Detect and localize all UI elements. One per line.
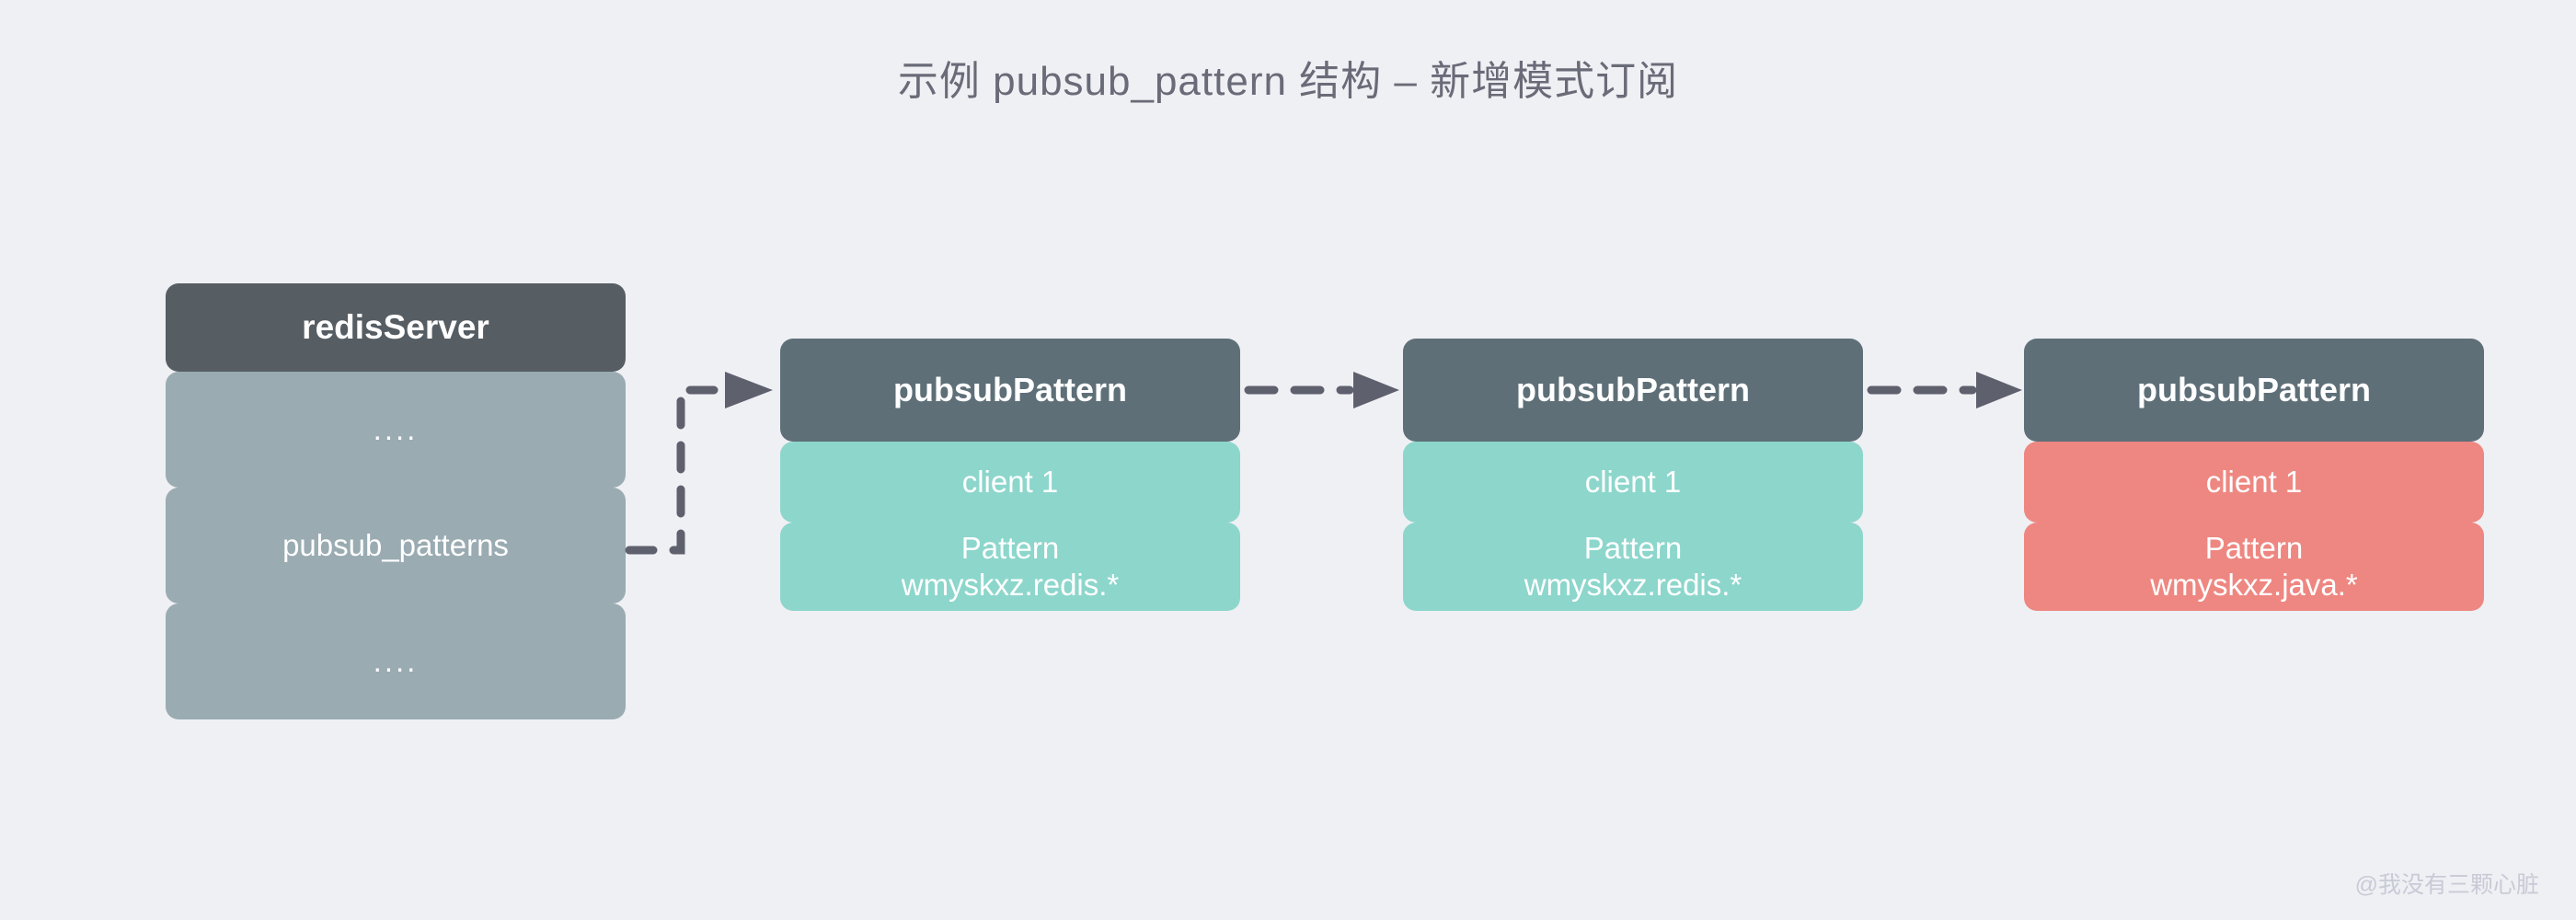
arrowhead-icon	[1353, 372, 1399, 408]
connector-pattern-2-to-pattern-3	[1867, 372, 2035, 412]
pubsub-pattern-1-pattern-value: wmyskxz.redis.*	[901, 568, 1120, 602]
node-pubsub-pattern-2[interactable]: pubsubPattern client 1 Pattern wmyskxz.r…	[1403, 339, 1863, 611]
pubsub-pattern-3-pattern-label: Pattern	[2204, 530, 2304, 565]
node-redis-server[interactable]: redisServer .... pubsub_patterns ....	[166, 283, 626, 719]
page-title: 示例 pubsub_pattern 结构 – 新增模式订阅	[897, 59, 1679, 104]
arrowhead-icon	[1976, 372, 2022, 408]
pubsub-pattern-3-header: pubsubPattern	[2024, 339, 2484, 442]
pubsub-pattern-2-header: pubsubPattern	[1403, 339, 1863, 442]
connector-redis-to-pattern-1-line	[625, 385, 728, 555]
pubsub-pattern-3-pattern-value: wmyskxz.java.*	[2150, 568, 2358, 602]
pubsub-pattern-2-client: client 1	[1403, 442, 1863, 523]
pubsub-pattern-2-pattern-value: wmyskxz.redis.*	[1524, 568, 1742, 602]
redis-server-row-dots-bottom: ....	[166, 604, 626, 719]
redis-server-header: redisServer	[166, 283, 626, 372]
connector-redis-to-pattern-1	[622, 368, 806, 580]
pubsub-pattern-3-pattern: Pattern wmyskxz.java.*	[2024, 523, 2484, 611]
watermark: @我没有三颗心脏	[2354, 872, 2539, 898]
node-pubsub-pattern-1[interactable]: pubsubPattern client 1 Pattern wmyskxz.r…	[780, 339, 1240, 611]
arrowhead-icon	[725, 372, 773, 408]
pubsub-pattern-1-header: pubsubPattern	[780, 339, 1240, 442]
pubsub-pattern-2-pattern-label: Pattern	[1583, 530, 1683, 565]
pubsub-pattern-1-client: client 1	[780, 442, 1240, 523]
connector-pattern-1-to-pattern-2	[1244, 372, 1412, 412]
node-pubsub-pattern-3[interactable]: pubsubPattern client 1 Pattern wmyskxz.j…	[2024, 339, 2484, 611]
pubsub-pattern-1-pattern-label: Pattern	[960, 530, 1060, 565]
pubsub-pattern-2-pattern: Pattern wmyskxz.redis.*	[1403, 523, 1863, 611]
pubsub-pattern-3-client: client 1	[2024, 442, 2484, 523]
redis-server-row-pubsub-patterns: pubsub_patterns	[166, 488, 626, 604]
pubsub-pattern-1-pattern: Pattern wmyskxz.redis.*	[780, 523, 1240, 611]
redis-server-row-dots-top: ....	[166, 372, 626, 488]
